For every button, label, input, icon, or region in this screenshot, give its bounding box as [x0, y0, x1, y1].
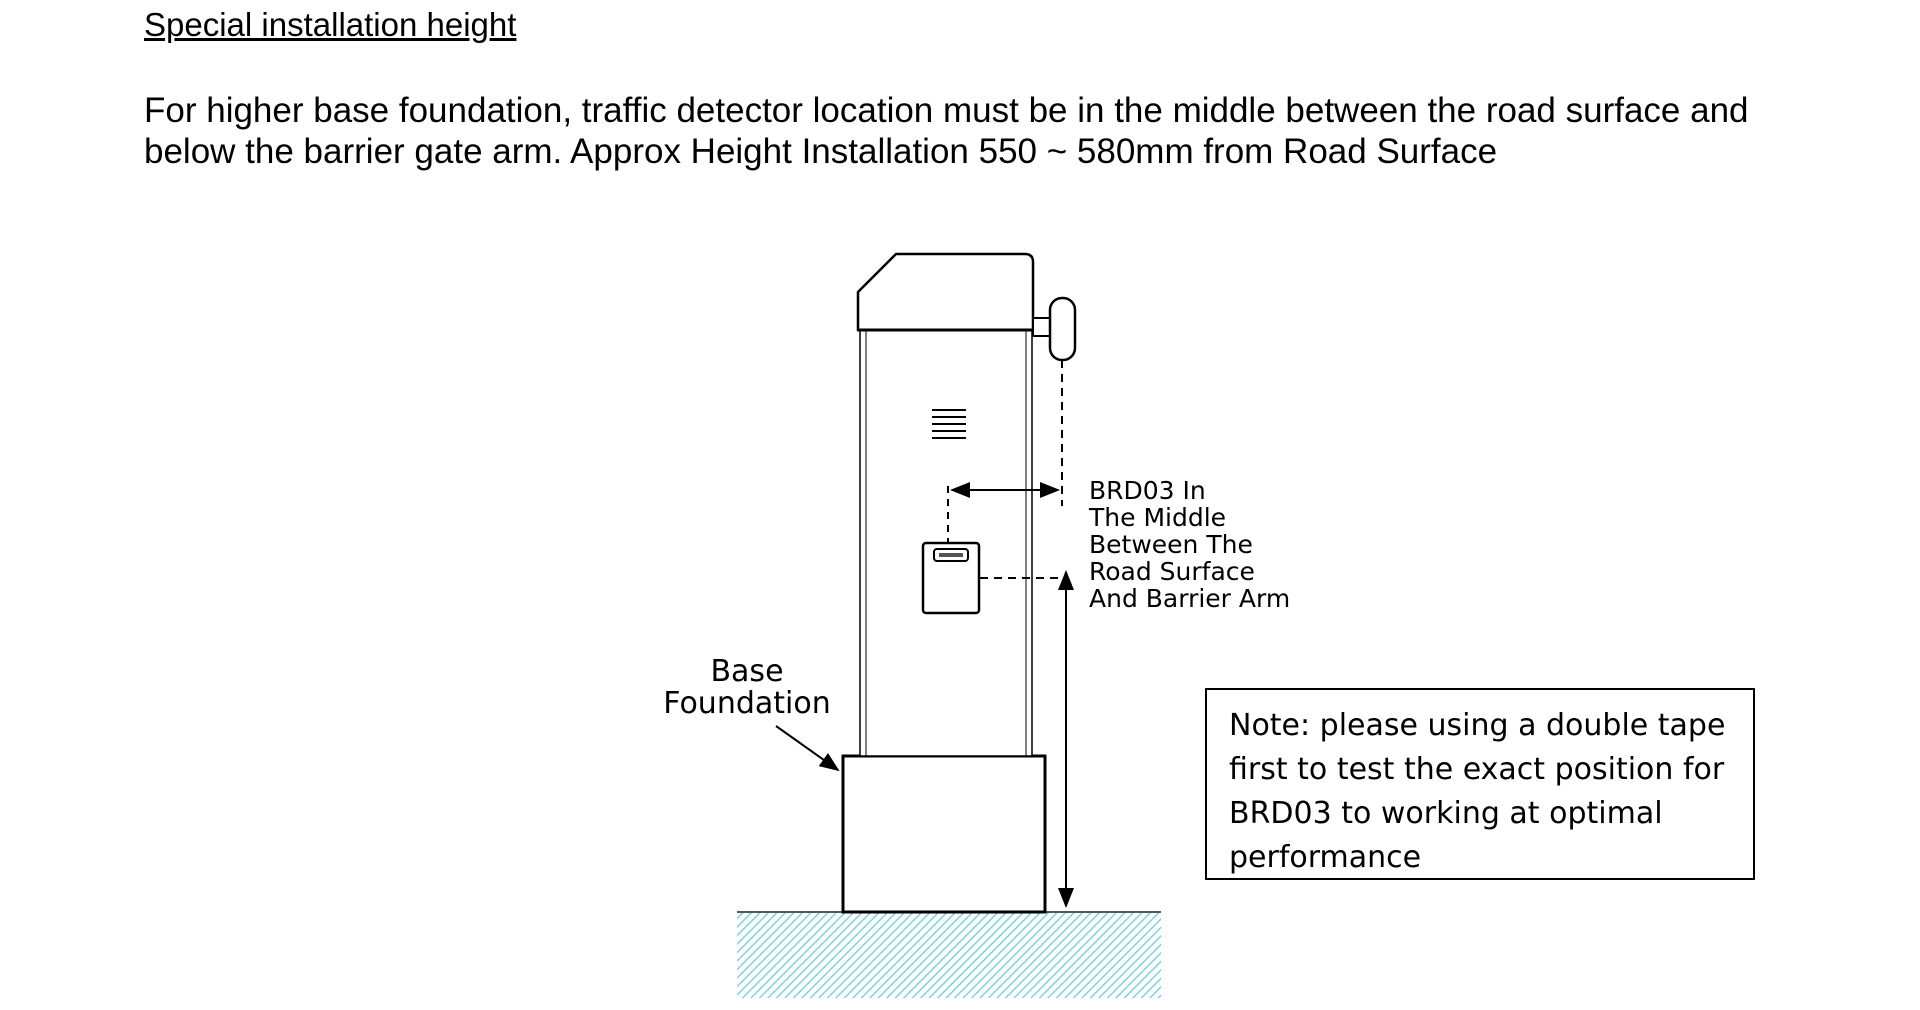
base-label-line-2: Foundation: [663, 686, 830, 721]
brd-label-line-2: The Middle: [1088, 503, 1226, 532]
base-leader-arrow: [775, 725, 840, 772]
base-foundation: [841, 754, 1047, 914]
vent-grille: [932, 409, 966, 439]
barrier-top-cap: [856, 252, 1035, 332]
note-box: Note: please using a double tape first t…: [1205, 688, 1755, 880]
section-heading: Special installation height: [144, 6, 517, 43]
intro-paragraph: For higher base foundation, traffic dete…: [144, 90, 1824, 172]
brd-label-line-1: BRD03 In: [1089, 476, 1206, 505]
arm-bracket: [1032, 317, 1052, 337]
ground-hatch: [737, 912, 1161, 998]
brd03-detector-icon: [921, 541, 981, 615]
brd-label-line-4: Road Surface: [1089, 557, 1255, 586]
brd-label-line-3: Between The: [1089, 530, 1253, 559]
brd-label-line-5: And Barrier Arm: [1089, 584, 1290, 613]
intro-line-1: For higher base foundation, traffic dete…: [144, 91, 1749, 130]
intro-line-2: below the barrier gate arm. Approx Heigh…: [144, 132, 1498, 171]
base-label-line-1: Base: [710, 654, 783, 689]
barrier-arm: [1048, 296, 1077, 362]
